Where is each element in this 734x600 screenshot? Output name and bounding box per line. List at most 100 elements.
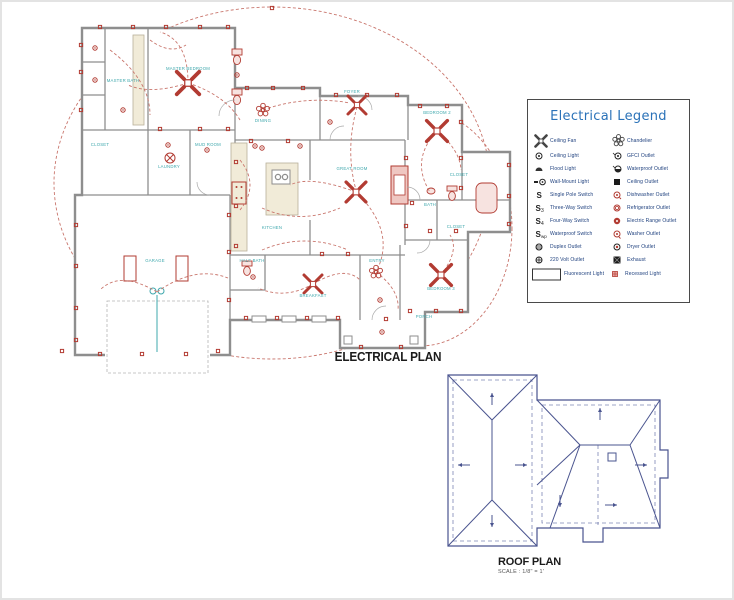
legend-row: S Single Pole Switch Dishwasher Outlet: [528, 189, 689, 202]
recessed-light-icon: [610, 269, 625, 279]
legend-row: 220 Volt Outlet Exhaust: [528, 253, 689, 266]
legend-row: Ceiling Fan Chandelier: [528, 131, 689, 150]
wall-mount-light-icon: [534, 177, 550, 187]
svg-text:S: S: [537, 191, 543, 200]
dryer-outlet-icon: [612, 242, 627, 252]
legend-label: Washer Outlet: [627, 230, 661, 237]
room-label: FOYER: [344, 89, 360, 94]
electrical-floor-plan: MASTER BATH MASTER BEDROOM CLOSET LAUNDRY MU…: [53, 5, 513, 374]
outlet-symbols: [59, 5, 512, 357]
legend-label: Ceiling Outlet: [627, 179, 659, 186]
legend-label: GFCI Outlet: [627, 153, 655, 160]
legend-row: Ceiling Light GFCI Outlet: [528, 150, 689, 163]
duplex-outlet-icon: [534, 242, 550, 252]
roof-plan: [447, 374, 669, 547]
legend-label: Duplex Outlet: [550, 243, 582, 250]
washer-outlet-icon: [612, 229, 627, 239]
legend-label: Dryer Outlet: [627, 243, 656, 250]
electrical-legend: Electrical Legend Ceiling Fan Chandelier…: [527, 99, 690, 303]
svg-text:S: S: [536, 204, 542, 213]
room-label: HALF BATH: [239, 258, 264, 263]
room-label: CLOSET: [450, 172, 469, 177]
220-volt-outlet-icon: [534, 255, 550, 265]
legend-label: Wall-Mount Light: [550, 179, 589, 186]
legend-label: Flood Light: [550, 166, 576, 173]
legend-label: Waterproof Outlet: [627, 166, 668, 173]
room-labels: MASTER BATH MASTER BEDROOM CLOSET LAUNDRY MU…: [91, 66, 469, 319]
dishwasher-outlet-icon: [612, 190, 627, 200]
room-label: CLOSET: [91, 142, 110, 147]
garage-details: [105, 255, 210, 374]
room-label: LAUNDRY: [158, 164, 180, 169]
legend-row: Flood Light Waterproof Outlet: [528, 163, 689, 176]
room-label: KITCHEN: [262, 225, 282, 230]
legend-label: Recessed Light: [625, 271, 661, 278]
roof-eave-dashed: [452, 379, 656, 542]
roof-plan-scale: SCALE : 1/8" = 1': [498, 569, 544, 575]
svg-text:S: S: [536, 217, 542, 226]
svg-text:wp: wp: [541, 234, 547, 239]
legend-rows: Ceiling Fan Chandelier Ceiling Light GFC…: [528, 131, 689, 282]
legend-label: Electric Range Outlet: [627, 217, 677, 224]
legend-label: Waterproof Switch: [550, 230, 593, 237]
roof-plan-caption: ROOF PLAN SCALE : 1/8" = 1': [498, 556, 618, 575]
roof-hips-ridges: [447, 374, 661, 547]
chandelier-icon: [612, 134, 627, 147]
legend-label: Single Pole Switch: [550, 192, 594, 199]
ceiling-light-icon: [534, 151, 550, 161]
flood-light-icon: [534, 164, 550, 174]
legend-label: Dishwasher Outlet: [627, 192, 670, 199]
legend-label: Fluorescent Light: [564, 271, 605, 278]
gfci-outlet-icon: [612, 151, 627, 161]
legend-label: Ceiling Light: [550, 153, 579, 160]
legend-label: Refrigerator Outlet: [627, 205, 671, 211]
ceiling-outlet-icon: [612, 177, 627, 187]
room-label: GREAT ROOM: [337, 166, 368, 171]
roof-plan-title: ROOF PLAN: [498, 556, 561, 568]
waterproof-outlet-icon: [612, 164, 627, 174]
roof-outline: [447, 374, 669, 547]
svg-text:3: 3: [541, 208, 544, 213]
room-label: MASTER BATH: [107, 78, 139, 83]
ceiling-light-symbols: [92, 45, 385, 335]
svg-text:4: 4: [541, 221, 544, 226]
single-pole-switch-icon: S: [534, 190, 550, 200]
range: [231, 181, 247, 205]
plumbing-fixtures: [164, 48, 498, 276]
room-label: GARAGE: [145, 258, 165, 263]
legend-label: Chandelier: [627, 137, 653, 144]
legend-label: Exhaust: [627, 256, 646, 263]
room-label: MASTER BEDROOM: [166, 66, 210, 71]
room-label: BATH: [424, 202, 436, 207]
ceiling-fan-icon: [534, 133, 550, 148]
legend-row: Duplex Outlet Dryer Outlet: [528, 240, 689, 253]
exhaust-icon: [612, 255, 627, 265]
room-label: BEDROOM 3: [427, 286, 455, 291]
fluorescent-light-icon: [532, 268, 564, 281]
room-label: DINING: [255, 118, 272, 123]
room-label: CLOSET: [447, 224, 466, 229]
legend-label: Ceiling Fan: [550, 137, 577, 144]
refrigerator-outlet-icon: [612, 203, 627, 213]
electrical-plan-title: ELECTRICAL PLAN: [334, 350, 442, 364]
legend-title: Electrical Legend: [550, 109, 667, 124]
porch-and-windows: [251, 315, 419, 345]
electric-range-outlet-icon: [612, 216, 627, 226]
legend-label: 220 Volt Outlet: [550, 256, 585, 263]
room-label: BREAKFAST: [299, 293, 326, 298]
roof-slope-arrows: [458, 393, 647, 527]
room-label: MUD ROOM: [195, 142, 221, 147]
room-label: ENTRY: [369, 258, 385, 263]
legend-label: Four-Way Switch: [550, 217, 590, 224]
fireplace: [390, 165, 409, 205]
svg-text:S: S: [536, 230, 542, 239]
room-label: BEDROOM 2: [423, 110, 451, 115]
legend-label: Three-Way Switch: [550, 205, 593, 211]
